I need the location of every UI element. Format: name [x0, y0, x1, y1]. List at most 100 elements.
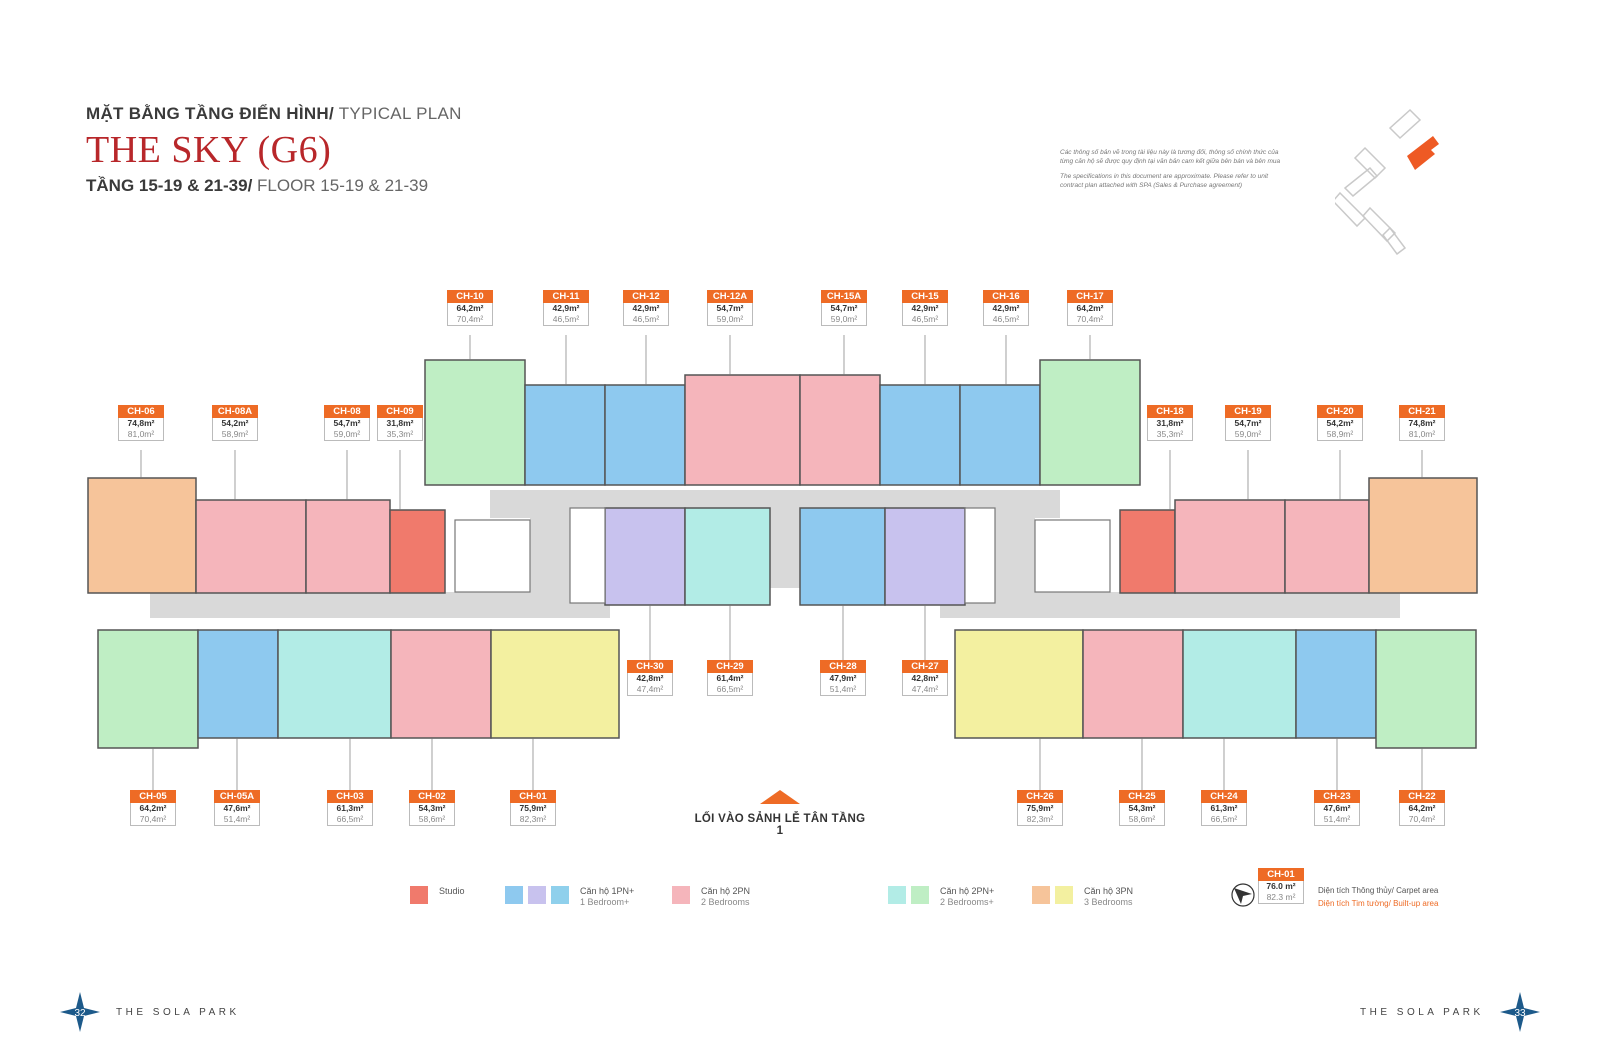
- unit-ch-05: [97, 629, 199, 749]
- unit-ch-10: [424, 359, 526, 486]
- page-number-right: 33: [1514, 1008, 1526, 1019]
- unit-ch-08: [305, 499, 391, 594]
- core-right: [1034, 519, 1111, 593]
- unit-ch-02: [390, 629, 492, 739]
- unit-ch-30: [604, 507, 686, 606]
- unit-ch-26: [954, 629, 1084, 739]
- unit-ch-03: [277, 629, 392, 739]
- legend-swatch: [911, 886, 929, 904]
- disclaimer-vi: Các thông số bản vẽ trong tài liệu này l…: [1060, 149, 1281, 165]
- unit-ch-16: [959, 384, 1041, 486]
- unit-ch-05a: [197, 629, 279, 739]
- entrance-label: LỐI VÀO SẢNH LỄ TÂN TẦNG 1: [694, 813, 866, 837]
- unit-ch-20: [1284, 499, 1370, 594]
- legend-swatch: [410, 886, 428, 904]
- unit-ch-12: [604, 384, 686, 486]
- core-left: [454, 519, 531, 593]
- unit-ch-01: [490, 629, 620, 739]
- legend-swatch: [1032, 886, 1050, 904]
- page-number-star-icon: 32: [60, 992, 100, 1032]
- unit-ch-09: [389, 509, 446, 594]
- site-key-map: [1335, 108, 1439, 256]
- unit-ch-06: [87, 477, 197, 594]
- corridor: [150, 490, 1400, 618]
- core-center-right: [964, 507, 996, 604]
- unit-ch-29: [684, 507, 771, 606]
- unit-ch-08a: [195, 499, 307, 594]
- unit-ch-28: [799, 507, 886, 606]
- plan-type-title: MẶT BẰNG TẦNG ĐIỂN HÌNH/ TYPICAL PLAN: [86, 104, 462, 123]
- legend-2br-plus: Căn hộ 2PN+2 Bedrooms+: [888, 886, 994, 908]
- unit-ch-21: [1368, 477, 1478, 594]
- sample-notes: Diện tích Thông thủy/ Carpet area Diện t…: [1318, 886, 1439, 908]
- entrance-arrow-icon: [760, 790, 800, 804]
- unit-ch-12a: [684, 374, 801, 486]
- unit-ch-15: [879, 384, 961, 486]
- legend-swatch: [1055, 886, 1073, 904]
- legend-1br: Căn hộ 1PN+1 Bedroom+: [505, 886, 634, 908]
- entrance-marker: LỐI VÀO SẢNH LỄ TÂN TẦNG 1: [690, 790, 870, 837]
- floor-range: TẦNG 15-19 & 21-39/ FLOOR 15-19 & 21-39: [86, 176, 429, 195]
- legend-swatch: [888, 886, 906, 904]
- unit-ch-19: [1174, 499, 1286, 594]
- unit-ch-22: [1375, 629, 1477, 749]
- legend-swatch: [672, 886, 690, 904]
- unit-ch-15a: [799, 374, 881, 486]
- sample-unit-label: CH-01 76.0 m² 82.3 m²: [1258, 868, 1304, 904]
- brand-right: THE SOLA PARK: [1360, 1006, 1484, 1018]
- compass: B: [1230, 880, 1265, 913]
- legend-swatch: [551, 886, 569, 904]
- legend-swatch: [505, 886, 523, 904]
- core-center-left: [569, 507, 606, 604]
- page-number-left: 32: [74, 1008, 86, 1019]
- tower-title: THE SKY (G6): [86, 129, 332, 171]
- unit-ch-23: [1295, 629, 1377, 739]
- legend-studio: Studio: [410, 886, 465, 904]
- unit-ch-18: [1119, 509, 1176, 594]
- unit-ch-27: [884, 507, 966, 606]
- north-arrow-icon: [1231, 883, 1255, 907]
- unit-ch-25: [1082, 629, 1184, 739]
- footer-right: THE SOLA PARK 33: [1360, 992, 1540, 1032]
- unit-ch-11: [524, 384, 606, 486]
- disclaimer-en: The specifications in this document are …: [1060, 173, 1269, 189]
- footer-left: 32 THE SOLA PARK: [60, 992, 240, 1032]
- unit-ch-24: [1182, 629, 1297, 739]
- brand-left: THE SOLA PARK: [116, 1006, 240, 1018]
- leader-lines: [140, 335, 1423, 790]
